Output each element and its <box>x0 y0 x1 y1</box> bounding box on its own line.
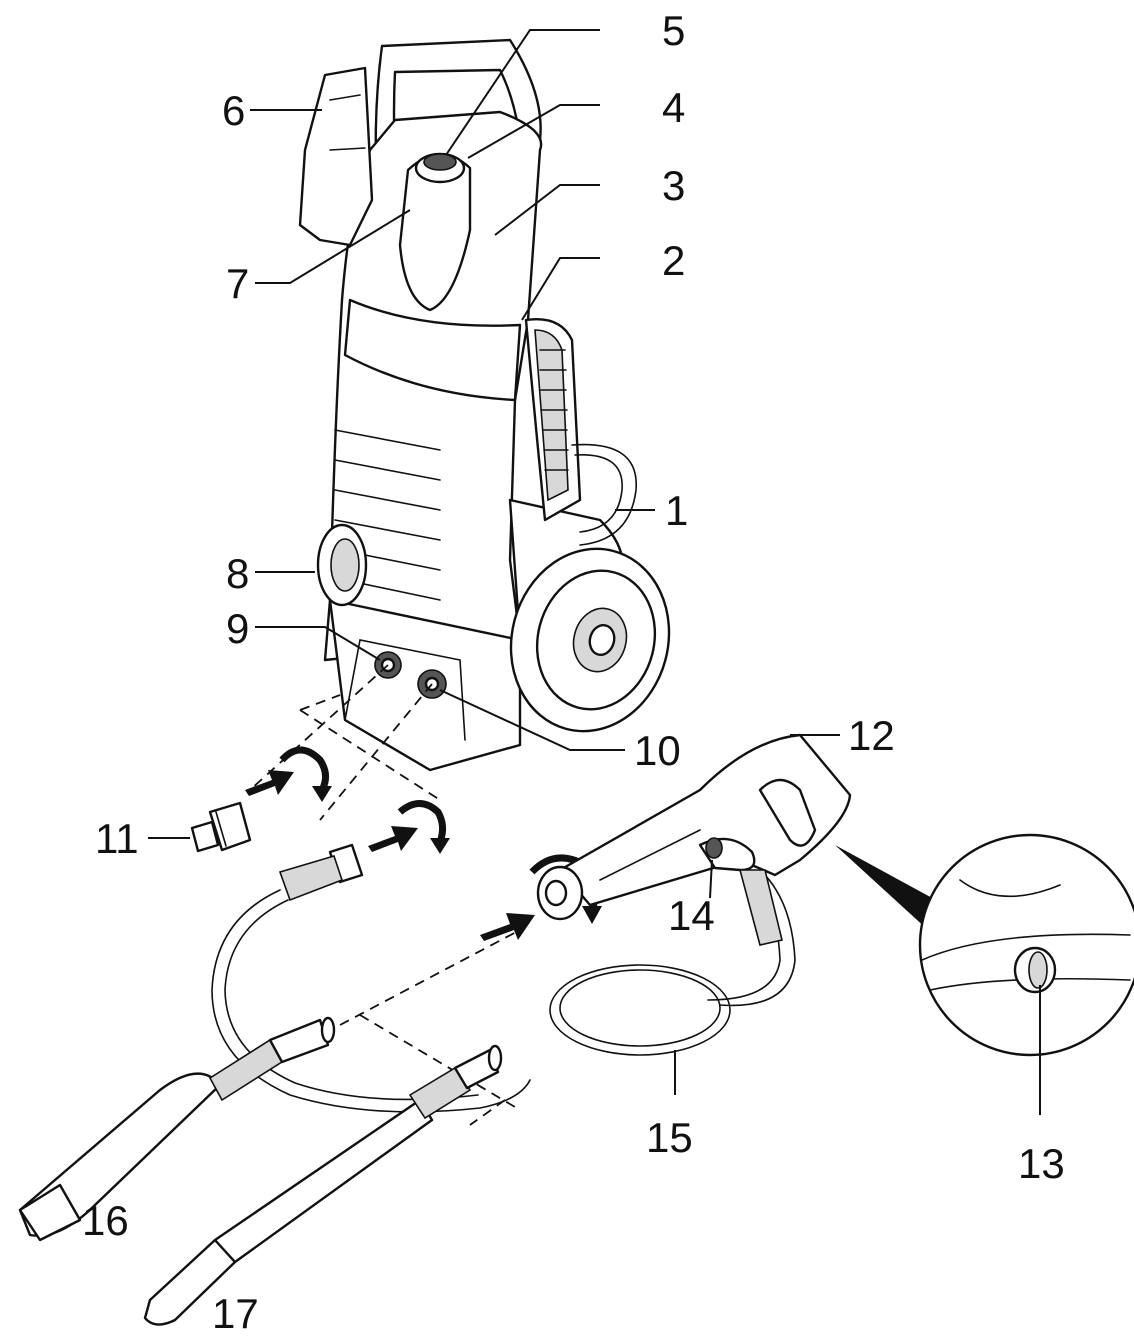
callout-3: 3 <box>662 162 685 209</box>
storage-holder <box>524 318 582 522</box>
callout-4: 4 <box>662 84 685 131</box>
trigger-gun <box>536 733 852 946</box>
dirt-blaster <box>143 1044 503 1326</box>
callout-9: 9 <box>226 605 249 652</box>
garden-hose-coupling <box>190 801 252 853</box>
connector-guide <box>249 664 441 821</box>
callout-5: 5 <box>662 7 685 54</box>
callout-15: 15 <box>646 1114 693 1161</box>
callout-2: 2 <box>662 237 685 284</box>
callout-11: 11 <box>95 815 139 862</box>
direction-arrows <box>245 770 535 941</box>
wheel <box>509 547 671 733</box>
callout-7: 7 <box>226 260 249 307</box>
accessory-holder <box>298 66 374 247</box>
callout-6: 6 <box>222 87 245 134</box>
callout-16: 16 <box>82 1197 129 1244</box>
callout-14: 14 <box>668 892 715 939</box>
callout-8: 8 <box>226 550 249 597</box>
callout-labels: 1 2 3 4 5 6 7 8 9 10 11 12 13 14 15 16 1… <box>82 7 1065 1337</box>
safety-lock-detail <box>835 833 1134 1057</box>
callout-10: 10 <box>634 727 681 774</box>
pressure-washer-body <box>316 38 624 772</box>
callout-17: 17 <box>212 1290 259 1337</box>
power-cord <box>571 443 637 546</box>
callout-13: 13 <box>1018 1140 1065 1187</box>
callout-12: 12 <box>848 712 895 759</box>
high-pressure-hose <box>211 843 796 1113</box>
callout-1: 1 <box>665 487 688 534</box>
lance-guide <box>339 929 521 1126</box>
leader-lines <box>148 29 1041 1115</box>
spray-lance <box>18 1016 336 1242</box>
